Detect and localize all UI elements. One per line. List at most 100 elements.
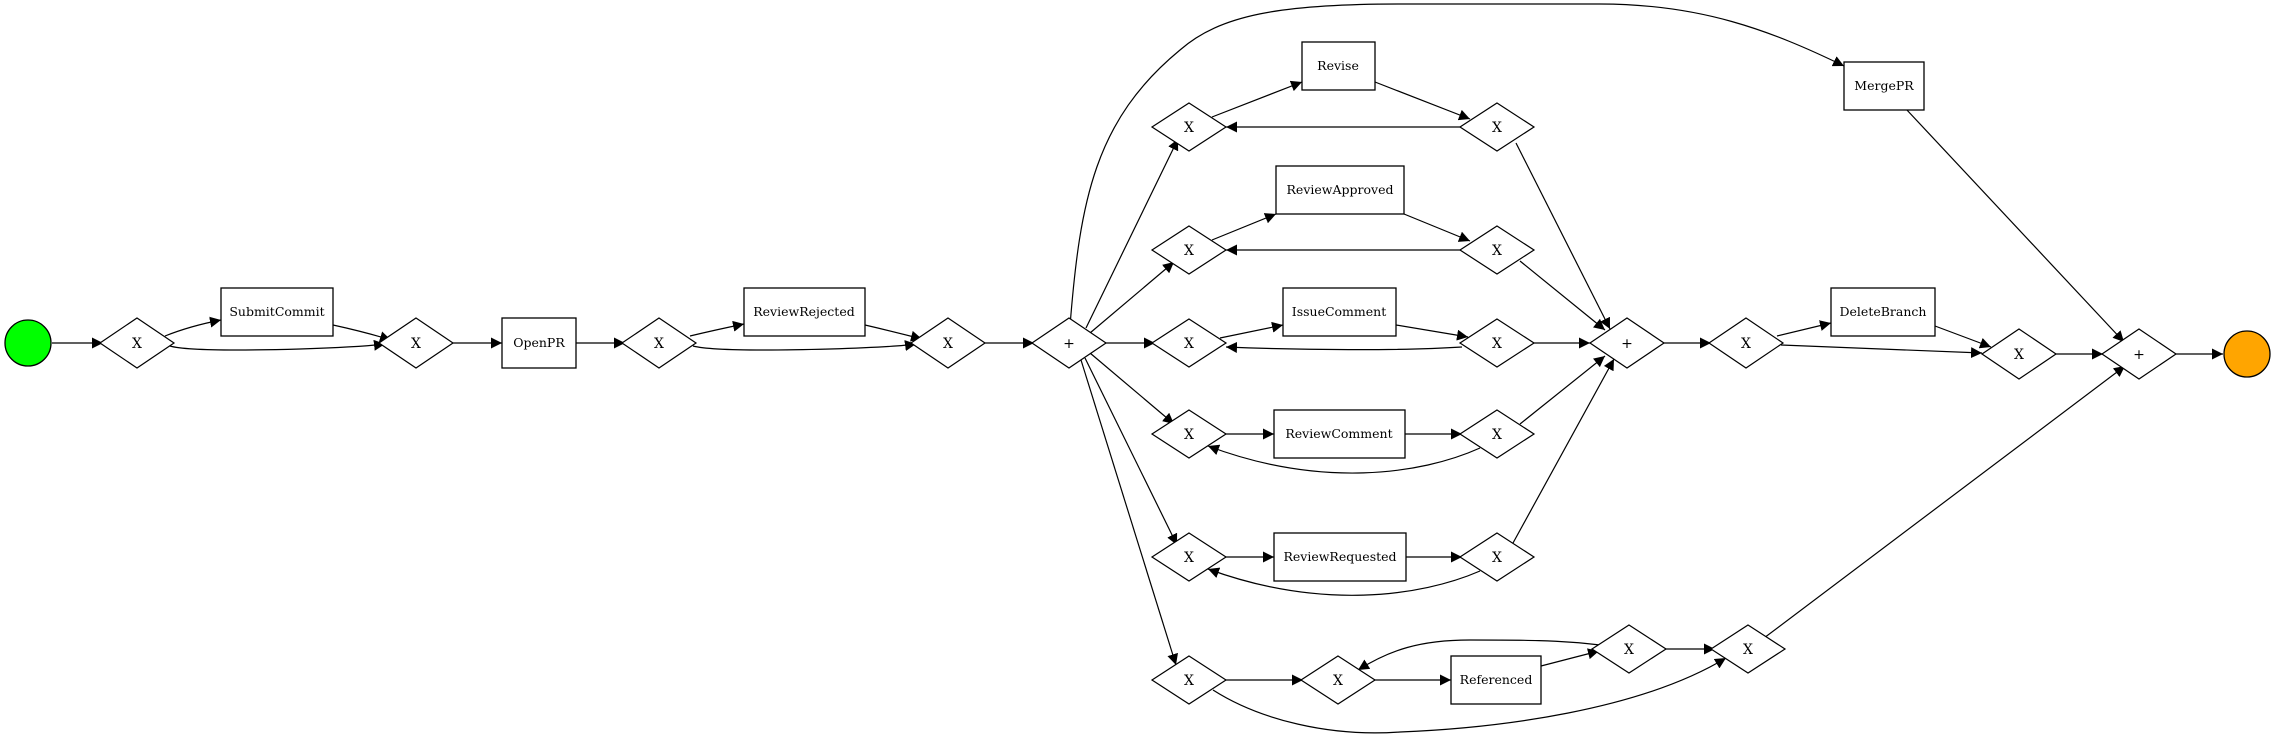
task-label: ReviewComment (1285, 426, 1392, 441)
gateway-symbol: + (2133, 347, 2145, 363)
xor-gateway: X (1707, 317, 1785, 369)
gateway-symbol: X (943, 336, 953, 352)
xor-gateway: X (1150, 409, 1228, 459)
gateway-symbol: X (1492, 427, 1502, 443)
edge-p1-gf (1080, 359, 1178, 666)
parallel-gateway: + (1030, 317, 1108, 369)
edge-hf-gg (1357, 639, 1601, 671)
gateway-symbol: X (1333, 673, 1343, 689)
task-review-approved: ReviewApproved (1275, 165, 1405, 215)
parallel-gateway: + (1588, 317, 1666, 369)
gateway-symbol: X (1184, 550, 1194, 566)
xor-gateway: X (909, 317, 987, 369)
gateway-symbol: X (654, 336, 664, 352)
gateway-symbol: X (1492, 120, 1502, 136)
edge-g3-rejected (689, 320, 745, 337)
task-label: ReviewRequested (1283, 549, 1396, 564)
xor-gateway: X (1299, 655, 1377, 705)
gateway-symbol: X (1492, 550, 1502, 566)
task-label: SubmitCommit (229, 304, 324, 319)
task-referenced: Referenced (1450, 655, 1542, 705)
edge-referenced-hf (1540, 648, 1600, 667)
task-review-requested: ReviewRequested (1273, 532, 1407, 582)
edge-rejected-g4 (864, 324, 923, 342)
task-label: ReviewRejected (753, 304, 854, 319)
gateway-symbol: X (132, 336, 142, 352)
task-label: MergePR (1854, 78, 1914, 93)
edge-revise-ha (1374, 81, 1471, 121)
xor-gateway: X (1150, 532, 1228, 582)
edge-hc-gc (1225, 341, 1463, 353)
edge-p1-ga (1085, 138, 1179, 329)
edge-issue-hc (1395, 324, 1469, 341)
edge-g1-submit (164, 316, 222, 337)
edge-g3-g4 (692, 340, 917, 351)
task-review-rejected: ReviewRejected (743, 287, 866, 337)
task-label: Revise (1317, 58, 1359, 73)
gateway-symbol: X (1743, 642, 1753, 658)
gateways-layer: X X X X + X X X X X X X X X X X X X X + … (98, 102, 2178, 705)
edge-submit-g2 (332, 324, 392, 343)
task-open-pr: OpenPR (501, 317, 577, 369)
edge-merge-p3 (1905, 108, 2125, 343)
task-issue-comment: IssueComment (1282, 287, 1397, 337)
edge-ha-p2 (1515, 142, 1611, 330)
edge-he-p2 (1512, 358, 1615, 544)
gateway-symbol: X (1184, 243, 1194, 259)
task-submit-commit: SubmitCommit (220, 287, 334, 337)
task-delete-branch: DeleteBranch (1830, 287, 1936, 337)
gateway-symbol: X (1184, 673, 1194, 689)
edge-hd-p2 (1519, 355, 1606, 425)
xor-gateway: X (1150, 655, 1228, 705)
edge-p1-gb (1089, 261, 1175, 334)
task-label: OpenPR (513, 335, 565, 350)
xor-gateway: X (620, 317, 698, 369)
parallel-gateway: + (2100, 328, 2178, 380)
xor-gateway: X (1150, 225, 1228, 275)
task-revise: Revise (1301, 41, 1376, 91)
gateway-symbol: + (1621, 336, 1633, 352)
gateway-symbol: X (1492, 336, 1502, 352)
edge-gb-approved (1211, 213, 1277, 241)
edge-gc-issue (1219, 321, 1284, 339)
edge-he-ge (1207, 567, 1481, 596)
gateway-symbol: X (411, 336, 421, 352)
edge-hd-gd (1207, 444, 1481, 474)
edges-layer (52, 3, 2223, 734)
xor-gateway: X (1150, 102, 1228, 152)
gateway-symbol: + (1063, 336, 1075, 352)
edge-p1-merge (1069, 3, 1845, 327)
task-label: Referenced (1460, 672, 1533, 687)
gateway-symbol: X (1741, 336, 1751, 352)
task-label: DeleteBranch (1840, 304, 1927, 319)
xor-gateway: X (377, 317, 455, 369)
gateway-symbol: X (2014, 347, 2024, 363)
gateway-symbol: X (1624, 642, 1634, 658)
edge-g5-g6 (1780, 344, 1983, 359)
edge-g5-delete (1776, 320, 1832, 337)
edge-p1-ge (1084, 357, 1178, 546)
xor-gateway: X (98, 317, 176, 369)
task-merge-pr: MergePR (1843, 61, 1925, 111)
xor-gateway: X (1980, 328, 2058, 380)
task-review-comment: ReviewComment (1273, 409, 1406, 459)
xor-gateway: X (1150, 318, 1228, 368)
task-label: ReviewApproved (1287, 182, 1394, 197)
edge-approved-hb (1403, 213, 1471, 242)
edge-gh-p3 (1763, 365, 2126, 639)
gateway-symbol: X (1492, 243, 1502, 259)
gateway-symbol: X (1184, 336, 1194, 352)
start-event (4, 319, 52, 367)
edge-ga-revise (1211, 80, 1303, 118)
task-label: IssueComment (1292, 304, 1386, 319)
xor-gateway: X (1458, 225, 1536, 275)
xor-gateway: X (1590, 624, 1668, 674)
xor-gateway: X (1458, 532, 1536, 582)
edge-p1-gd (1089, 352, 1175, 425)
edge-gf-gh (1212, 657, 1727, 734)
end-event (2223, 330, 2271, 378)
gateway-symbol: X (1184, 427, 1194, 443)
xor-gateway: X (1458, 318, 1536, 368)
gateway-symbol: X (1184, 120, 1194, 136)
